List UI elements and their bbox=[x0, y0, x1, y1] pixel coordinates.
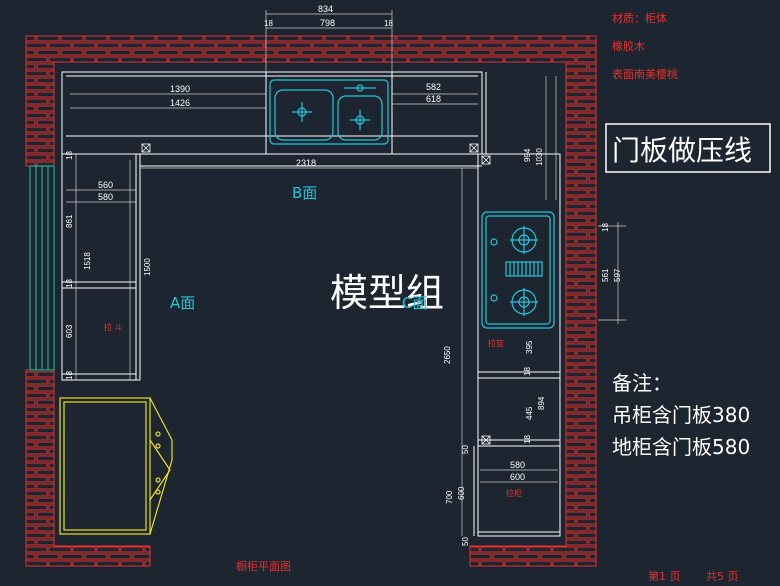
dim-1426: 1426 bbox=[170, 98, 190, 108]
dim-994: 994 bbox=[523, 148, 532, 162]
dim-18-right: 18 bbox=[384, 19, 393, 28]
dim-18-right-b: 18 bbox=[523, 435, 532, 444]
dim-overall: 834 bbox=[318, 4, 333, 14]
dim-18-right-a: 18 bbox=[523, 367, 532, 376]
brick-walls bbox=[25, 35, 597, 567]
dim-18-left-a: 18 bbox=[65, 151, 74, 160]
dim-50-bottom: 50 bbox=[461, 537, 470, 546]
dim-50-top: 50 bbox=[461, 445, 470, 454]
dim-603: 603 bbox=[65, 324, 74, 338]
face-a-label: A面 bbox=[170, 294, 195, 312]
material-note-1: 材质：柜体 bbox=[612, 11, 667, 25]
dim-560: 560 bbox=[98, 180, 113, 190]
material-note-3: 表面南美樱桃 bbox=[612, 67, 678, 81]
plan-title: 橱柜平面图 bbox=[236, 559, 291, 573]
face-b-label: B面 bbox=[292, 184, 317, 202]
dim-18-left-c: 18 bbox=[65, 371, 74, 380]
remarks-line-2: 地柜含门板580 bbox=[612, 435, 750, 459]
dim-600-vertical: 600 bbox=[457, 486, 466, 500]
face-c-label: C面 bbox=[402, 294, 427, 312]
stamp-box bbox=[605, 123, 771, 173]
bottom-right-cabinet-label: 拉柜 bbox=[506, 488, 522, 498]
dim-1030: 1030 bbox=[535, 148, 544, 166]
page-number: 第1 页 bbox=[648, 569, 681, 583]
dim-395: 395 bbox=[525, 340, 534, 354]
dim-18-left-b: 18 bbox=[65, 279, 74, 288]
dim-580: 580 bbox=[98, 192, 113, 202]
remarks-title: 备注： bbox=[612, 371, 672, 395]
dim-861: 861 bbox=[65, 214, 74, 228]
material-note-2: 橡胶木 bbox=[612, 39, 645, 53]
dim-700: 700 bbox=[445, 490, 454, 504]
inner-edge bbox=[139, 165, 482, 380]
window bbox=[29, 165, 55, 371]
page-total: 共5 页 bbox=[706, 570, 739, 583]
dim-561: 561 bbox=[601, 268, 610, 282]
refrigerator bbox=[59, 397, 173, 535]
dimension-lines bbox=[66, 10, 626, 536]
remarks-line-1: 吊柜含门板380 bbox=[612, 403, 750, 427]
left-cabinet-label: 拉 斗 bbox=[104, 322, 123, 332]
dim-894: 894 bbox=[537, 396, 546, 410]
dim-597: 597 bbox=[613, 268, 622, 282]
dim-618: 618 bbox=[426, 94, 441, 104]
top-cabinet-row bbox=[61, 71, 487, 155]
corner-markers bbox=[141, 143, 491, 445]
stamp-text: 门板做压线 bbox=[612, 134, 752, 167]
dim-582: 582 bbox=[426, 82, 441, 92]
watermark: 模型组 bbox=[330, 271, 444, 315]
gas-stove bbox=[481, 211, 555, 329]
dim-2318: 2318 bbox=[296, 158, 316, 168]
dim-1500: 1500 bbox=[143, 258, 152, 276]
dim-600-right: 600 bbox=[510, 472, 525, 482]
right-cabinet-column bbox=[473, 153, 561, 537]
dim-445: 445 bbox=[525, 406, 534, 420]
dim-1518: 1518 bbox=[83, 252, 92, 270]
double-sink bbox=[269, 79, 389, 145]
dim-580-right: 580 bbox=[510, 460, 525, 470]
dim-18-right-c: 18 bbox=[601, 223, 610, 232]
dim-2650: 2650 bbox=[443, 346, 452, 364]
right-cabinet-label: 拉篮 bbox=[488, 338, 504, 348]
dim-inner: 798 bbox=[320, 18, 335, 28]
dim-1390: 1390 bbox=[170, 84, 190, 94]
dim-18-left: 18 bbox=[264, 19, 273, 28]
